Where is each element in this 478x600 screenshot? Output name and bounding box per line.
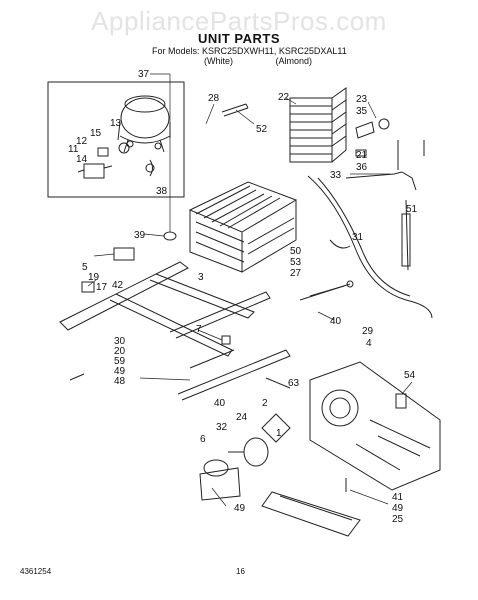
callout: 28: [208, 93, 220, 104]
callout: 4: [366, 338, 372, 349]
color-almond: (Almond): [275, 56, 313, 66]
callout: 32: [216, 422, 228, 433]
fan-motor-24: [243, 437, 269, 467]
fan-shroud-drawing: [309, 361, 441, 491]
callout: 2: [262, 398, 268, 409]
condenser-coil-drawing: [289, 87, 347, 163]
fan-blade-2: [261, 413, 291, 443]
watermark: AppliancePartsPros.com: [91, 6, 387, 36]
relay-overload-drawing: [77, 142, 155, 179]
tube-51: [405, 199, 409, 271]
part-7: [221, 335, 231, 345]
callout: 37: [138, 69, 150, 80]
callout: 5: [82, 262, 88, 273]
callout: 29: [362, 326, 374, 337]
callout: 49: [114, 366, 126, 377]
part-19: [113, 247, 135, 261]
callout: 14: [76, 154, 88, 165]
part-54: [395, 393, 407, 409]
grommet-39: [163, 231, 177, 241]
callout: 17: [96, 282, 108, 293]
callout: 49: [392, 503, 404, 514]
callout: 50: [290, 246, 302, 257]
callout: 6: [200, 434, 206, 445]
callout: 25: [392, 514, 404, 525]
callout: 33: [330, 170, 342, 181]
callout: 49: [234, 503, 246, 514]
callout: 1: [276, 428, 282, 439]
motor-bracket-32: [199, 467, 241, 501]
callout: 13: [110, 118, 122, 129]
part-5: [81, 281, 95, 293]
callout: 38: [156, 186, 168, 197]
callout: 23: [356, 94, 368, 105]
callout: 63: [288, 378, 300, 389]
frame-30: [59, 261, 291, 401]
callout: 54: [404, 370, 416, 381]
compressor-inset-box: [47, 81, 185, 198]
callout: 27: [290, 268, 302, 279]
callout: 19: [88, 272, 100, 283]
document-code: 4361254: [20, 567, 52, 576]
callout: 11: [68, 144, 79, 155]
tubing-31: [307, 175, 433, 319]
evaporator-coil-drawing: [188, 181, 298, 273]
callout: 36: [356, 162, 368, 173]
callout-labels: 37 28 22 23 35 13 15 12 11 14 52 21 36 3…: [68, 69, 418, 525]
callout: 40: [214, 398, 226, 409]
drier-drawing: [221, 103, 249, 117]
color-white: (White): [204, 56, 233, 66]
callout: 30: [114, 336, 126, 347]
callout: 42: [112, 280, 124, 291]
part-63: [265, 377, 291, 389]
callout: 7: [196, 324, 202, 335]
part-48: [69, 373, 85, 381]
valve-parts-drawing: [355, 118, 425, 170]
callout: 24: [236, 412, 248, 423]
callout: 3: [198, 272, 204, 283]
callout: 39: [134, 230, 146, 241]
callout: 52: [256, 124, 268, 135]
tube-33: [345, 171, 417, 191]
callout: 12: [76, 136, 88, 147]
callout: 15: [90, 128, 102, 139]
page-number: 16: [236, 567, 245, 576]
callout: 53: [290, 257, 302, 268]
drain-pan-25: [261, 491, 361, 537]
callout: 22: [278, 92, 290, 103]
model-list: For Models: KSRC25DXWH11, KSRC25DXAL11 (…: [152, 46, 347, 66]
callout: 35: [356, 106, 368, 117]
callout: 48: [114, 376, 126, 387]
callout: 20: [114, 346, 126, 357]
callout: 59: [114, 356, 126, 367]
diagram-title: UNIT PARTS: [197, 31, 281, 46]
callout: 41: [392, 492, 404, 503]
callout: 40: [330, 316, 342, 327]
callout: 31: [352, 232, 364, 243]
callout: 51: [406, 204, 418, 215]
callout: 21: [356, 150, 368, 161]
models-line: For Models: KSRC25DXWH11, KSRC25DXAL11: [152, 46, 347, 56]
